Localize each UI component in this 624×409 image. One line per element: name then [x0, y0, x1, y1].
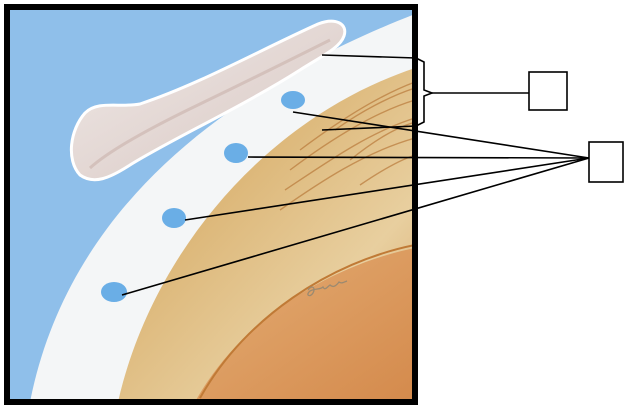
bracket: [416, 58, 432, 126]
blue-spot-1: [281, 91, 305, 109]
illustration-panel: [7, 7, 415, 402]
blue-spot-2: [224, 143, 248, 163]
lower-label-box: [589, 142, 623, 182]
blue-spot-3: [162, 208, 186, 228]
upper-label-box: [529, 72, 567, 110]
leader-spot-2: [248, 157, 589, 158]
blue-spot-4: [101, 282, 127, 302]
